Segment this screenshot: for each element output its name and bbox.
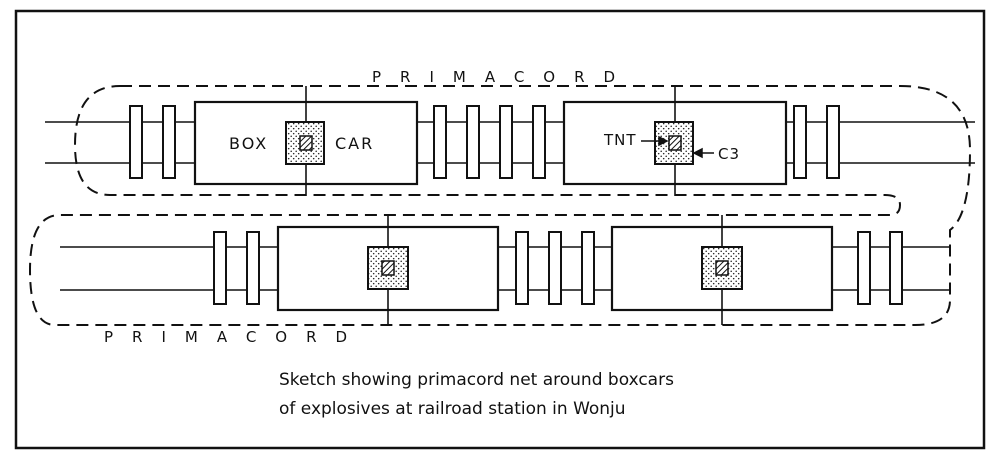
- tie: [499, 105, 513, 179]
- outer-frame: [14, 9, 986, 450]
- tnt-block: [299, 135, 313, 151]
- tie: [857, 231, 871, 305]
- boxcar-lower-right: [610, 215, 834, 325]
- tnt-label: TNT: [603, 131, 637, 149]
- boxcar-upper-right: [562, 86, 788, 196]
- lower-ties: [213, 231, 903, 305]
- boxcar-upper-left: [193, 86, 419, 196]
- car-label: CAR: [335, 134, 374, 153]
- box-label: BOX: [229, 134, 268, 153]
- tnt-block: [381, 260, 395, 276]
- tie: [433, 105, 447, 179]
- primacord-label-top: PRIMACORD: [372, 68, 634, 86]
- tie: [129, 105, 143, 179]
- caption-line-2: of explosives at railroad station in Won…: [279, 399, 626, 419]
- tnt-block: [715, 260, 729, 276]
- primacord-loop: [28, 85, 972, 326]
- primacord-label-bottom: PRIMACORD: [104, 328, 366, 346]
- c3-label: C3: [718, 145, 740, 163]
- c3-arrow: [692, 147, 714, 159]
- upper-ties: [129, 105, 840, 179]
- primacord-top-run: [28, 85, 972, 326]
- tie: [466, 105, 480, 179]
- tie: [793, 105, 807, 179]
- tnt-arrow: [641, 135, 669, 147]
- tnt-block: [668, 135, 682, 151]
- caption-line-1: Sketch showing primacord net around boxc…: [279, 370, 674, 390]
- tie: [213, 231, 227, 305]
- tie: [532, 105, 546, 179]
- tie: [826, 105, 840, 179]
- tie: [162, 105, 176, 179]
- tie: [548, 231, 562, 305]
- tie: [515, 231, 529, 305]
- tie: [246, 231, 260, 305]
- boxcar-lower-left: [276, 215, 500, 325]
- tie: [581, 231, 595, 305]
- tie: [889, 231, 903, 305]
